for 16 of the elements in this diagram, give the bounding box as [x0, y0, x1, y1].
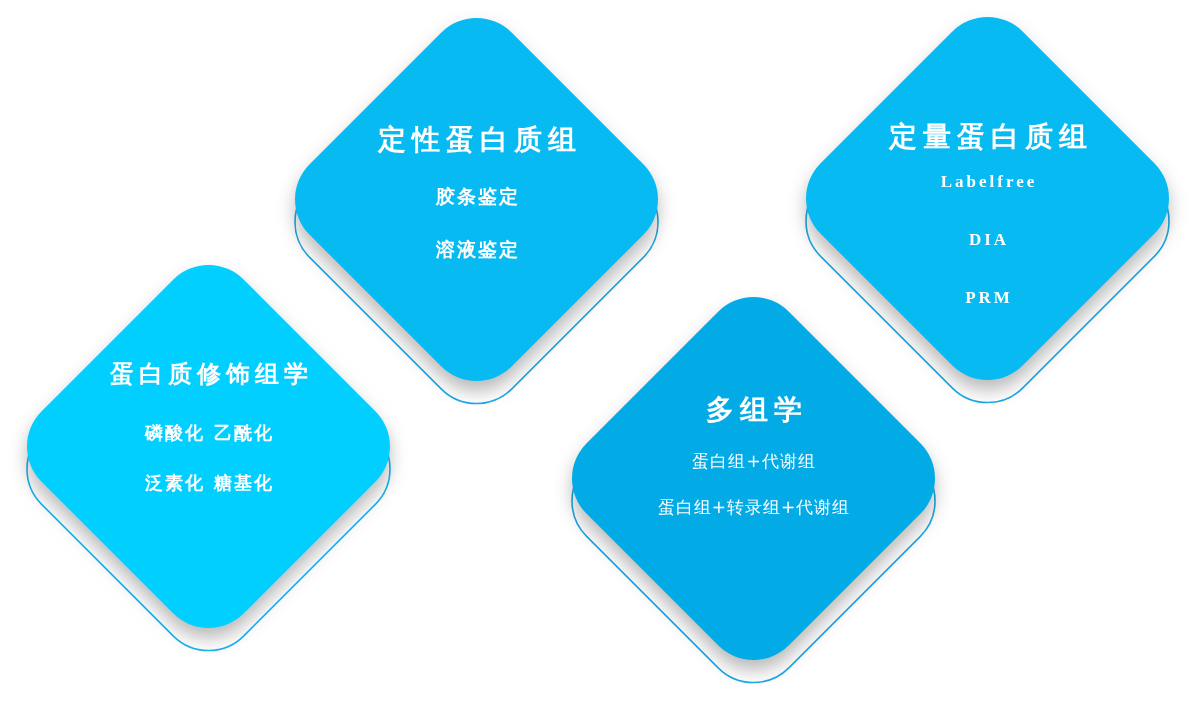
method-label: PRM: [964, 288, 1013, 308]
diamond-title: 定性蛋白质组: [376, 123, 582, 157]
method-label: Labelfree: [939, 172, 1038, 192]
method-label: 蛋白组+转录组+代谢组: [656, 498, 851, 518]
method-label: 溶液鉴定: [434, 239, 520, 261]
method-label: DIA: [967, 230, 1010, 250]
rounded-diamond: [806, 17, 1169, 380]
rounded-diamond: [27, 265, 390, 628]
diamond-title: 蛋白质修饰组学: [108, 361, 313, 389]
rounded-diamond: [572, 297, 935, 660]
method-label: 胶条鉴定: [434, 186, 520, 208]
diamond-title: 定量蛋白质组: [887, 120, 1093, 154]
diamond-title: 多组学: [704, 393, 808, 427]
method-label: 泛素化 糖基化: [144, 472, 274, 494]
method-label: 蛋白组+代谢组: [691, 452, 816, 472]
method-label: 磷酸化 乙酰化: [143, 422, 274, 444]
